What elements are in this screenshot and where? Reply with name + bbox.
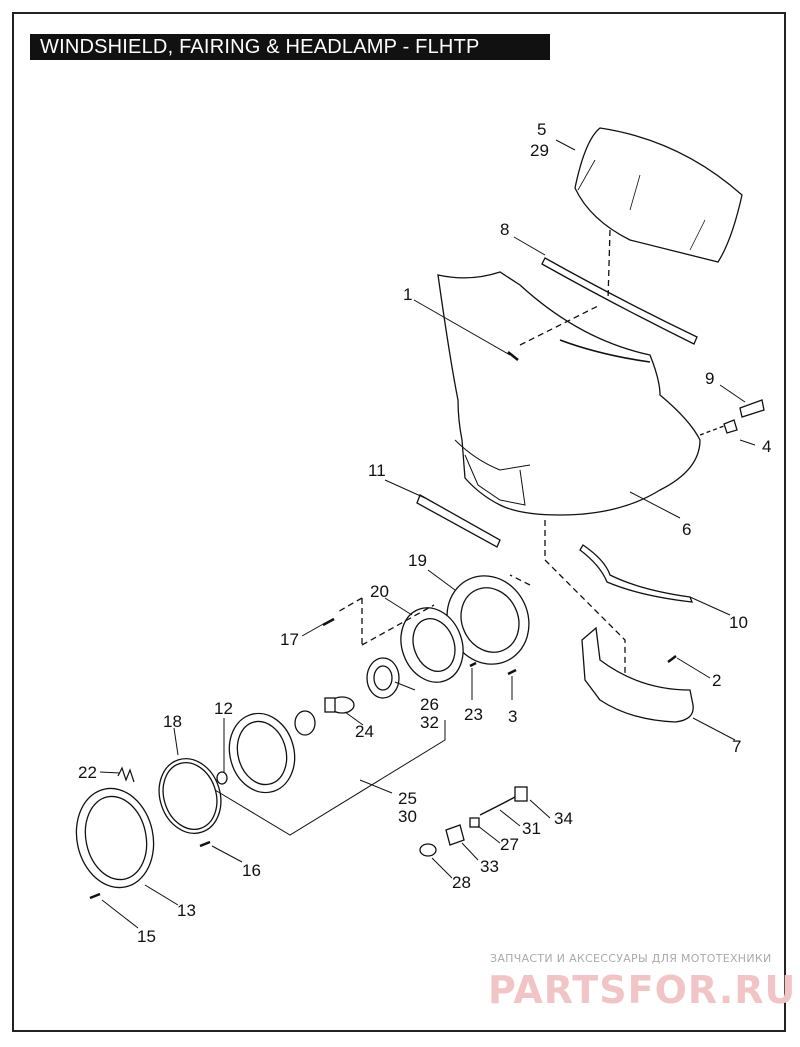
screw-17 — [322, 617, 335, 627]
callout-17: 17 — [280, 630, 299, 649]
callout-26: 26 — [420, 695, 439, 714]
bracket-7 — [581, 626, 694, 723]
callout-25: 25 — [398, 789, 417, 808]
callout-32: 32 — [420, 713, 439, 732]
callout-16: 16 — [242, 861, 261, 880]
callout-7: 7 — [732, 737, 741, 756]
screw-23 — [469, 661, 477, 668]
callout-34: 34 — [554, 809, 573, 828]
callout-27: 27 — [500, 835, 519, 854]
callout-11: 11 — [368, 461, 386, 480]
watermark-subtitle: ЗАПЧАСТИ И АКСЕССУАРЫ ДЛЯ МОТОТЕХНИКИ — [490, 952, 772, 965]
nut-4 — [723, 419, 738, 434]
spring-22 — [117, 766, 135, 783]
lamp-housing-26 — [366, 657, 400, 699]
callout-13: 13 — [177, 901, 196, 920]
callout-22: 22 — [78, 763, 97, 782]
callout-4: 4 — [762, 437, 771, 456]
retaining-ring-18 — [158, 758, 222, 834]
callout-2: 2 — [712, 671, 721, 690]
callout-29: 29 — [530, 141, 549, 160]
callout-30: 30 — [398, 807, 417, 826]
diagram-frame — [12, 12, 786, 1032]
sealed-beam-12 — [228, 712, 296, 794]
bulb-cap — [294, 710, 316, 736]
callout-24: 24 — [355, 722, 374, 741]
callout-6: 6 — [682, 520, 691, 539]
callout-10: 10 — [729, 613, 748, 632]
seal-strip-11 — [416, 494, 501, 548]
screw-2 — [667, 655, 677, 663]
screw-3 — [507, 668, 517, 676]
connector-34 — [514, 786, 528, 802]
callout-8: 8 — [500, 220, 509, 239]
bracket-10 — [579, 544, 694, 603]
screw-15 — [89, 892, 101, 900]
wire-31 — [479, 796, 516, 816]
screw-1 — [507, 351, 519, 361]
screw-16 — [199, 840, 211, 848]
bulb-28 — [419, 843, 437, 857]
socket-33 — [445, 824, 465, 846]
bolt-9 — [739, 399, 765, 418]
windshield — [574, 127, 743, 263]
windshield-trim-strip — [541, 257, 698, 345]
trim-ring-13 — [75, 787, 155, 889]
callout-12: 12 — [214, 699, 233, 718]
callout-18: 18 — [163, 712, 182, 731]
fairing — [437, 271, 701, 516]
headlamp-adjuster — [216, 771, 228, 785]
callout-23: 23 — [464, 705, 483, 724]
callout-3: 3 — [508, 707, 517, 726]
callout-19: 19 — [408, 551, 427, 570]
callout-9: 9 — [705, 369, 714, 388]
watermark-logo: PARTSFOR.RU — [488, 968, 797, 1012]
callout-33: 33 — [480, 857, 499, 876]
callout-1: 1 — [403, 285, 412, 304]
callout-31: 31 — [522, 819, 541, 838]
terminal-27 — [469, 817, 480, 828]
diagram-title: WINDSHIELD, FAIRING & HEADLAMP - FLHTP — [30, 34, 550, 60]
callout-20: 20 — [370, 582, 389, 601]
callout-5: 5 — [537, 120, 546, 139]
callout-15: 15 — [137, 927, 156, 946]
callout-28: 28 — [452, 873, 471, 892]
